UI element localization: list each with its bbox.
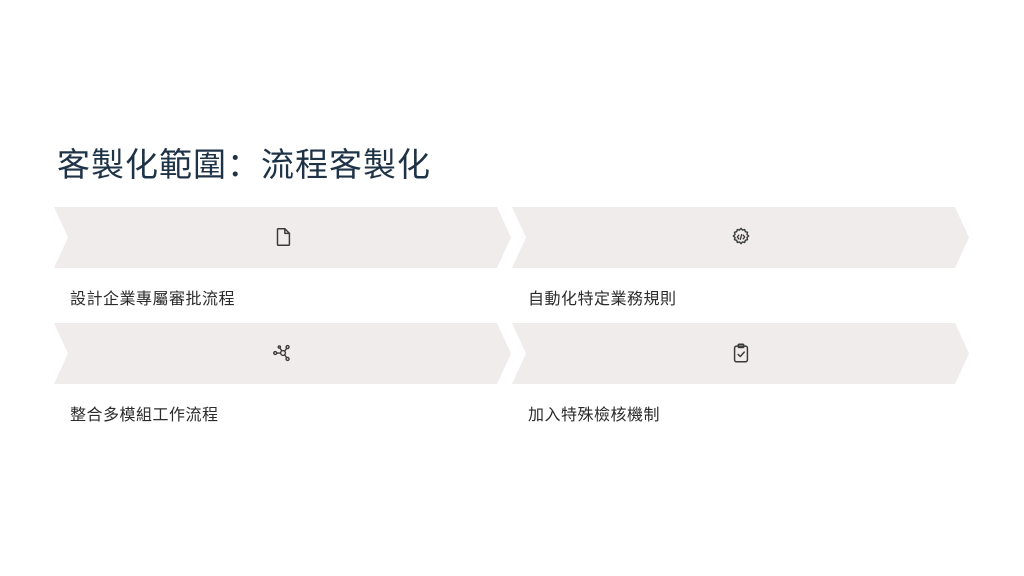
- chevron-banner: [54, 323, 511, 384]
- card-label: 整合多模組工作流程: [70, 405, 219, 424]
- card-label: 設計企業專屬審批流程: [70, 289, 236, 308]
- card-label: 加入特殊檢核機制: [528, 405, 661, 424]
- document-icon: [272, 226, 294, 248]
- chevron-banner: [512, 323, 969, 384]
- clipboard-check-icon: [730, 342, 752, 364]
- chevron-banner: [54, 207, 511, 268]
- page-title: 客製化範圍：流程客製化: [57, 145, 431, 184]
- network-nodes-icon: [272, 342, 294, 364]
- code-gear-icon: [730, 226, 752, 248]
- card-label: 自動化特定業務規則: [528, 289, 677, 308]
